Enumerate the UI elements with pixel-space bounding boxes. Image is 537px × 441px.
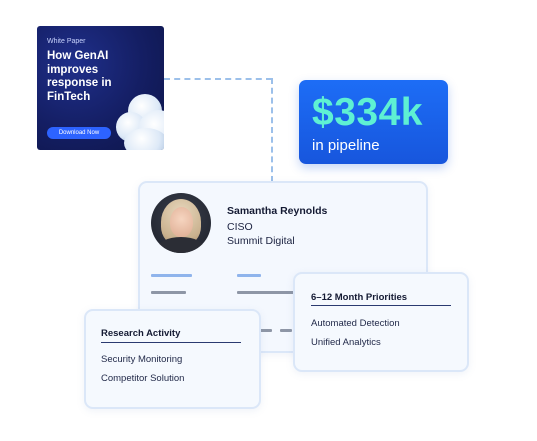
priorities-divider [311, 305, 451, 306]
dotted-connector-horizontal [164, 78, 272, 80]
promo-title: How GenAI improves response in FinTech [47, 50, 112, 103]
skeleton-line [237, 274, 261, 277]
profile-company: Summit Digital [227, 235, 295, 247]
research-activity-card: Research Activity Security Monitoring Co… [84, 309, 261, 409]
skeleton-line [151, 291, 186, 294]
priorities-item: Unified Analytics [311, 337, 381, 348]
priorities-item: Automated Detection [311, 318, 400, 329]
skeleton-line [237, 291, 297, 294]
dotted-connector-vertical [271, 78, 273, 182]
profile-name: Samantha Reynolds [227, 205, 328, 217]
profile-role: CISO [227, 221, 253, 233]
research-item: Competitor Solution [101, 373, 185, 384]
promo-eyebrow: White Paper [47, 38, 86, 45]
research-item: Security Monitoring [101, 354, 183, 365]
skeleton-line [258, 329, 272, 332]
pipeline-badge: $334k in pipeline [299, 80, 448, 164]
white-paper-promo[interactable]: White Paper How GenAI improves response … [37, 26, 164, 150]
avatar [151, 193, 211, 253]
skeleton-line [280, 329, 292, 332]
research-divider [101, 342, 241, 343]
download-now-button[interactable]: Download Now [47, 127, 111, 139]
priorities-title: 6–12 Month Priorities [311, 292, 408, 303]
month-priorities-card: 6–12 Month Priorities Automated Detectio… [293, 272, 469, 372]
research-title: Research Activity [101, 328, 181, 339]
cloud-illustration [114, 84, 164, 150]
pipeline-value: $334k [312, 91, 423, 134]
skeleton-line [151, 274, 192, 277]
pipeline-label: in pipeline [312, 137, 380, 154]
